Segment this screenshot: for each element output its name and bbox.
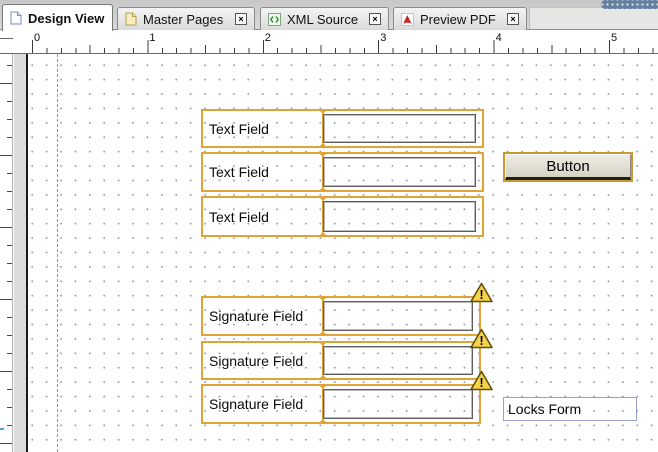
locks-form-label: Locks Form: [508, 401, 582, 417]
text-field-object[interactable]: Text Field: [201, 109, 484, 148]
off-page-strip: [14, 54, 28, 452]
close-tab-icon[interactable]: ×: [235, 13, 247, 25]
caption-split-handle[interactable]: [318, 296, 328, 301]
field-caption: Text Field: [209, 164, 269, 180]
caption-split-line: [322, 343, 323, 378]
caption-split-line: [322, 154, 323, 190]
field-caption: Signature Field: [209, 308, 304, 324]
warning-icon[interactable]: !: [470, 328, 493, 349]
field-caption: Text Field: [209, 120, 269, 137]
palette-grip-handle[interactable]: [601, 0, 658, 9]
locks-form-text-object[interactable]: Locks Form: [503, 397, 637, 421]
signature-value-box[interactable]: [323, 346, 473, 375]
text-field-value-box[interactable]: [323, 201, 476, 232]
caption-split-handle[interactable]: [318, 187, 328, 192]
field-caption: Signature Field: [209, 396, 304, 412]
caption-split-handle[interactable]: [318, 143, 328, 148]
ruler-label: 1: [149, 32, 156, 44]
warning-icon[interactable]: !: [470, 370, 493, 391]
field-caption: Signature Field: [209, 352, 304, 369]
design-canvas[interactable]: [30, 54, 658, 452]
view-tab-bar: Design View Master Pages × XML Source × …: [0, 0, 658, 31]
close-tab-icon[interactable]: ×: [507, 13, 519, 25]
caption-split-handle[interactable]: [318, 341, 328, 346]
text-field-value-box[interactable]: [323, 157, 476, 187]
button-object[interactable]: Button: [503, 152, 633, 182]
xml-code-icon: [268, 12, 281, 26]
ruler-label: 5: [611, 32, 618, 44]
document-page-icon: [10, 11, 22, 25]
field-caption: Text Field: [209, 208, 269, 225]
caption-split-line: [322, 386, 323, 422]
horizontal-ruler: 0 1 2 3 4 5: [0, 30, 658, 54]
ruler-label: 2: [264, 32, 271, 44]
caption-split-line: [322, 198, 323, 235]
warning-icon[interactable]: !: [470, 282, 493, 303]
ruler-label: 4: [495, 32, 502, 44]
signature-field-object[interactable]: Signature Field: [201, 384, 481, 424]
close-tab-icon[interactable]: ×: [369, 13, 381, 25]
button-face[interactable]: Button: [505, 154, 631, 180]
cursor-position-tick: [0, 428, 4, 430]
button-label: Button: [546, 157, 590, 175]
tab-xml-source[interactable]: XML Source ×: [260, 7, 389, 30]
caption-split-handle[interactable]: [318, 331, 328, 336]
text-field-value-box[interactable]: [323, 114, 476, 143]
caption-split-handle[interactable]: [318, 152, 328, 157]
warning-glyph: !: [479, 287, 483, 302]
caption-split-handle[interactable]: [318, 109, 328, 114]
signature-field-object[interactable]: Signature Field: [201, 341, 481, 380]
text-field-object[interactable]: Text Field: [201, 152, 484, 192]
signature-value-box[interactable]: [323, 301, 473, 331]
master-page-icon: [125, 12, 137, 26]
caption-split-line: [322, 298, 323, 334]
caption-split-handle[interactable]: [318, 375, 328, 380]
tab-label: Master Pages: [143, 11, 224, 27]
pdf-icon: [401, 12, 414, 26]
caption-split-line: [322, 111, 323, 146]
ruler-label: 3: [380, 32, 387, 44]
signature-field-object[interactable]: Signature Field: [201, 296, 481, 336]
vertical-ruler: [0, 54, 13, 452]
tab-label: XML Source: [287, 11, 359, 27]
warning-glyph: !: [479, 333, 483, 348]
ruler-label: 0: [34, 32, 41, 44]
tab-preview-pdf[interactable]: Preview PDF ×: [393, 7, 527, 30]
warning-glyph: !: [479, 375, 483, 390]
caption-split-handle[interactable]: [318, 419, 328, 424]
text-field-object[interactable]: Text Field: [201, 196, 484, 237]
tab-design-view[interactable]: Design View: [2, 4, 113, 31]
tab-label: Design View: [28, 10, 105, 26]
tab-bar-spacer: [529, 7, 658, 29]
caption-split-handle[interactable]: [318, 384, 328, 389]
tab-label: Preview PDF: [420, 11, 496, 27]
ruler-corner: [0, 38, 13, 39]
tab-master-pages[interactable]: Master Pages ×: [117, 7, 255, 30]
page-margin-guide: [57, 54, 58, 452]
caption-split-handle[interactable]: [318, 196, 328, 201]
signature-value-box[interactable]: [323, 389, 473, 419]
caption-split-handle[interactable]: [318, 232, 328, 237]
